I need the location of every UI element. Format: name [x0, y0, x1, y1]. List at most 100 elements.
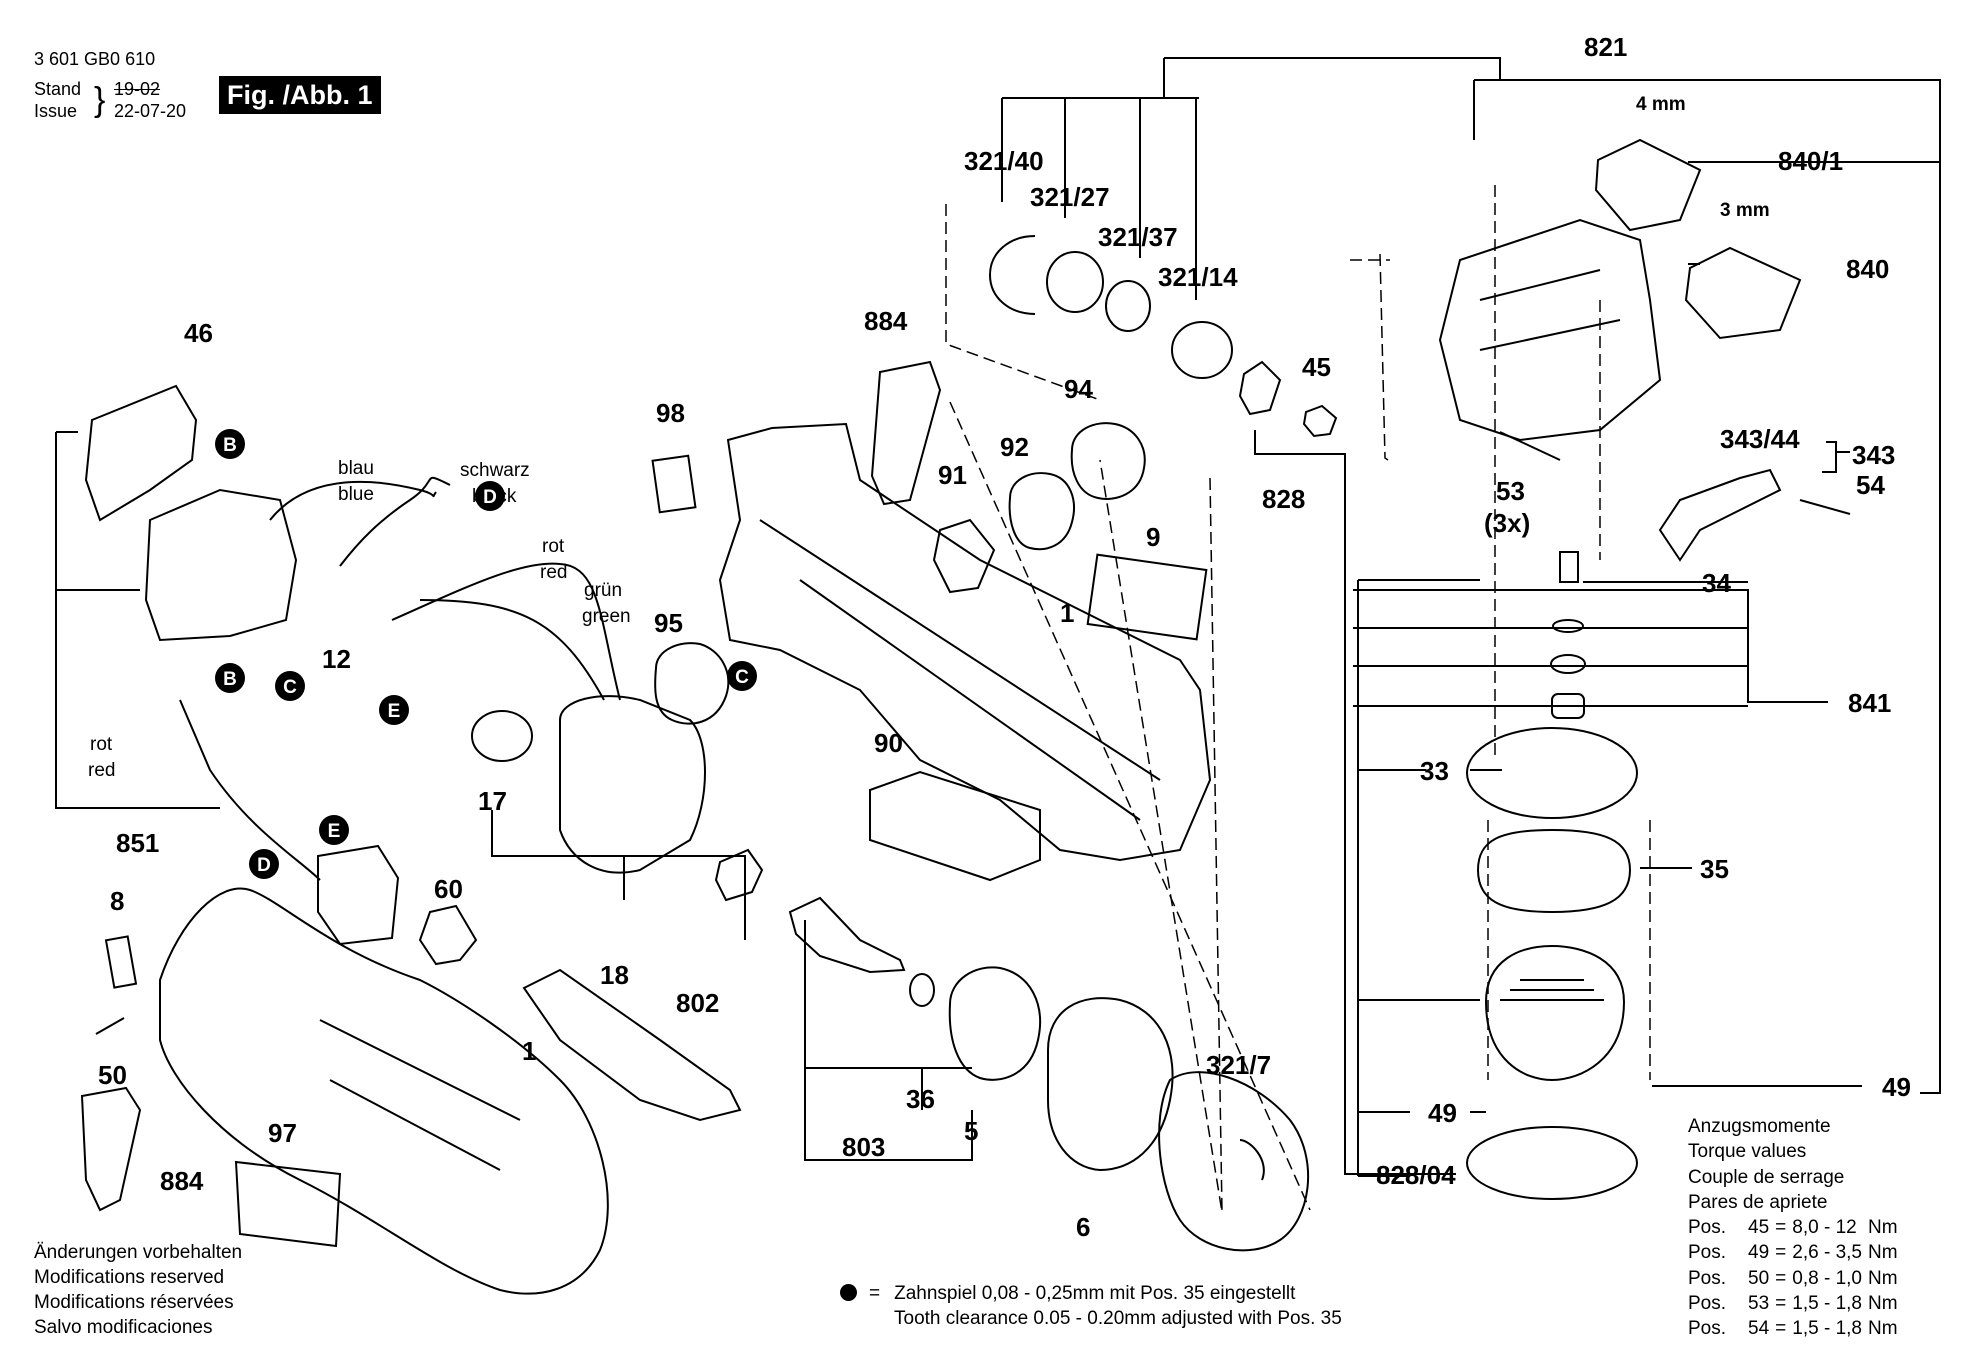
label-50: 50: [98, 1060, 127, 1090]
bracket-321: [1001, 97, 1199, 300]
label-34: 34: [1702, 568, 1731, 598]
part-45-nut-shape: [1302, 404, 1338, 438]
label-53: 53: [1496, 476, 1525, 506]
wire-label-gruen: grün: [584, 580, 622, 601]
torque-cell-unit: Nm: [1868, 1242, 1898, 1264]
wire-red: [179, 699, 321, 881]
label-49-right: 49: [1882, 1072, 1911, 1102]
torque-cell-num: 45: [1748, 1217, 1770, 1239]
part-94-disc-shape: [1070, 422, 1146, 500]
torque-cell-eq: =: [1775, 1217, 1787, 1239]
label-33: 33: [1420, 756, 1449, 786]
part-46-holder-shape: [84, 384, 198, 522]
stand-label: Stand: [34, 79, 82, 99]
leader-828: [1254, 430, 1346, 1092]
part-1-handle-housing-shape: [159, 887, 609, 1295]
bracket-802: [491, 810, 746, 940]
label-828: 828: [1262, 484, 1305, 514]
bracket-851: [55, 431, 220, 809]
label-92: 92: [1000, 432, 1029, 462]
part-18-cover-shape: [522, 968, 742, 1122]
label-321-40: 321/40: [964, 146, 1044, 176]
label-884-top: 884: [864, 306, 908, 336]
label-321-14: 321/14: [1158, 262, 1238, 292]
label-4mm: 4 mm: [1636, 94, 1686, 115]
label-5: 5: [964, 1116, 978, 1146]
label-803: 803: [842, 1132, 885, 1162]
part-841-gear-assembly-shape: [1484, 944, 1626, 1082]
wire-blue: [339, 476, 451, 567]
bullet-dot-icon: [840, 1284, 857, 1301]
part-802-bearing-shape: [714, 848, 764, 902]
torque-cell-pos: Pos.: [1688, 1318, 1727, 1340]
wire-label-schwarz: schwarz: [460, 460, 530, 481]
label-9: 9: [1146, 522, 1160, 552]
wire-label-blue: blue: [338, 484, 374, 505]
torque-cell-unit: Nm: [1868, 1293, 1898, 1315]
label-98: 98: [656, 398, 685, 428]
wire-label-green: green: [582, 606, 631, 627]
brace-icon: }: [94, 81, 106, 119]
note-es: Salvo modificaciones: [34, 1317, 213, 1338]
svg-text:B: B: [223, 669, 237, 690]
part-821-head-shape: [1438, 218, 1662, 442]
note-en: Modifications reserved: [34, 1267, 225, 1288]
part-d-switch-module-shape: [317, 844, 400, 946]
wire-black: [269, 480, 437, 521]
figure-label: Fig. /Abb. 1: [219, 76, 381, 114]
label-1-bottom: 1: [522, 1036, 536, 1066]
footnote-equals: =: [869, 1283, 881, 1304]
label-3x: (3x): [1484, 508, 1530, 538]
svg-text:D: D: [257, 855, 271, 876]
label-46: 46: [184, 318, 213, 348]
connector-b-upper: B: [215, 429, 245, 459]
connector-c-left: C: [275, 671, 305, 701]
part-91-plate-shape: [932, 518, 996, 594]
note-fr: Modifications réservées: [34, 1292, 234, 1313]
part-53-screw-shape: [1499, 431, 1561, 461]
connector-b-lower: B: [215, 663, 245, 693]
label-828-04: 828/04: [1376, 1160, 1456, 1190]
label-95: 95: [654, 608, 683, 638]
issue-date: 22-07-20: [114, 101, 187, 121]
wire-label-rot1: rot: [542, 536, 565, 557]
torque-cell-num: 49: [1748, 1242, 1770, 1264]
part-343-lever-shape: [1658, 468, 1782, 562]
label-821: 821: [1584, 32, 1627, 62]
dash-left: [949, 401, 1311, 1211]
label-36: 36: [906, 1084, 935, 1114]
svg-text:E: E: [388, 701, 401, 722]
label-321-7: 321/7: [1206, 1050, 1271, 1080]
part-54-screw-shape: [1799, 499, 1851, 515]
torque-title-en: Torque values: [1688, 1141, 1807, 1163]
label-54: 54: [1856, 470, 1885, 500]
label-343-44: 343/44: [1720, 424, 1800, 454]
label-12: 12: [322, 644, 351, 674]
part-841-washer1-shape: [1552, 619, 1584, 633]
part-321-40-circlip-shape: [988, 235, 1036, 315]
part-828-04-oring-shape: [1466, 1126, 1638, 1200]
svg-text:B: B: [223, 435, 237, 456]
part-36-washer-shape: [909, 973, 935, 1007]
label-3mm: 3 mm: [1720, 200, 1770, 221]
part-12-module-shape: [144, 488, 298, 642]
part-shaft-shape: [788, 896, 906, 974]
bracket-841: [1353, 589, 1828, 707]
part-5-gear-shape: [948, 966, 1042, 1081]
torque-cell-value: 1,5 - 1,8: [1792, 1318, 1862, 1340]
label-90: 90: [874, 728, 903, 758]
label-8: 8: [110, 886, 124, 916]
modification-notes: Änderungen vorbehalten Modifications res…: [34, 1240, 242, 1340]
part-321-27-ring-shape: [1046, 251, 1104, 313]
torque-title-fr: Couple de serrage: [1688, 1166, 1845, 1188]
part-321-7-cover-shape: [1158, 1071, 1310, 1252]
torque-cell-eq: =: [1775, 1267, 1787, 1289]
part-90-filter-shape: [869, 770, 1041, 882]
wire-label-blau: blau: [338, 458, 374, 479]
wire-label-red1: red: [540, 562, 567, 583]
part-60-switch-shape: [418, 904, 478, 966]
